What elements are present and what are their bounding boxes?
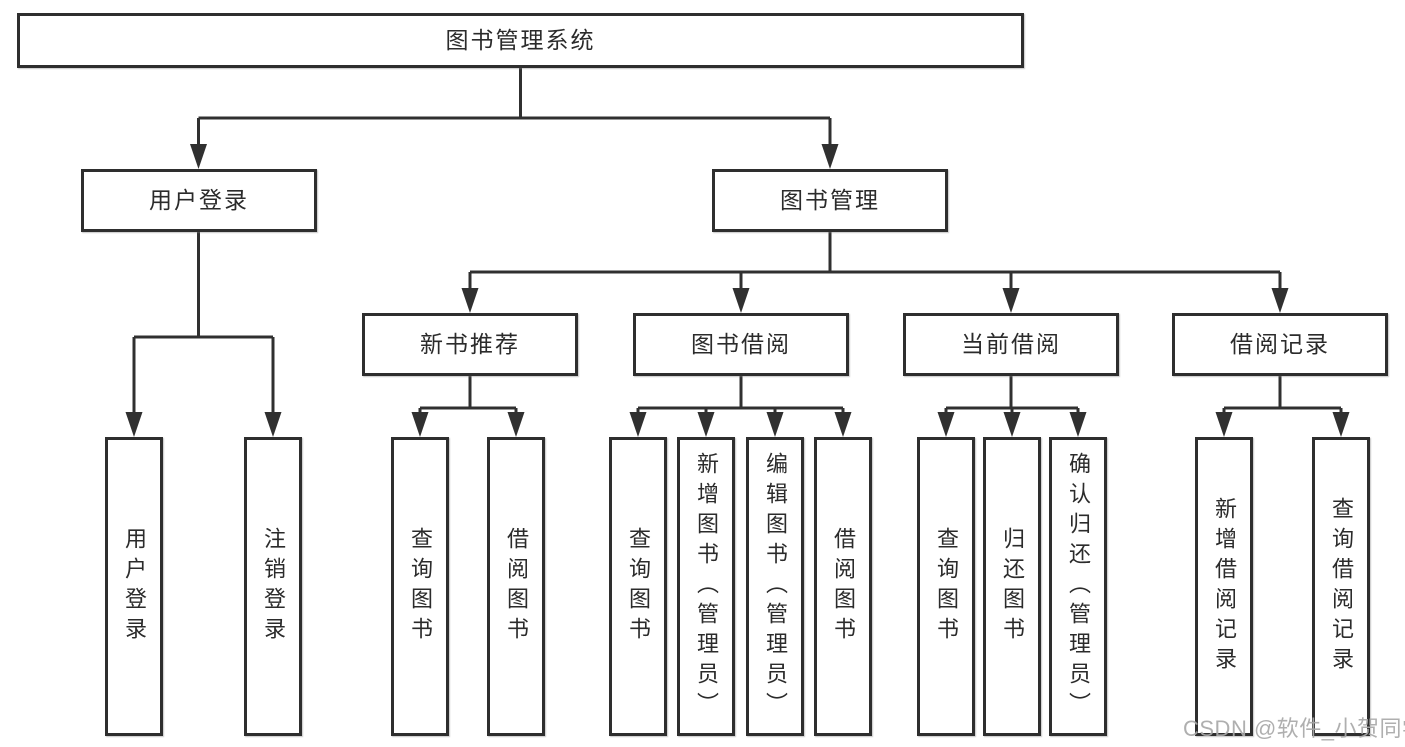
node-return-books-label: 归还图书 [1000,526,1025,647]
node-user-login: 用户登录 [105,437,163,736]
node-new-book-recommend: 新书推荐 [362,313,578,376]
node-user-login-branch: 用户登录 [81,169,317,232]
node-recommend-borrow-books: 借阅图书 [487,437,545,736]
node-borrow-borrow-books: 借阅图书 [814,437,872,736]
node-borrow-query-books: 查询图书 [609,437,667,736]
node-add-borrow-record-label: 新增借阅记录 [1212,496,1237,677]
node-user-login-branch-label: 用户登录 [149,187,249,213]
node-borrow-records-label: 借阅记录 [1230,331,1330,357]
node-current-query-books-label: 查询图书 [934,526,959,647]
node-root: 图书管理系统 [17,13,1024,68]
node-user-login-label: 用户登录 [122,526,147,647]
node-edit-books-admin: 编辑图书（管理员） [746,437,804,736]
node-edit-books-admin-label: 编辑图书（管理员） [763,451,788,722]
node-add-borrow-record: 新增借阅记录 [1195,437,1253,736]
node-confirm-return-admin-label: 确认归还（管理员） [1066,451,1091,722]
node-add-books-admin-label: 新增图书（管理员） [694,451,719,722]
node-book-borrow: 图书借阅 [633,313,849,376]
node-add-books-admin: 新增图书（管理员） [677,437,735,736]
node-current-query-books: 查询图书 [917,437,975,736]
node-book-borrow-label: 图书借阅 [691,331,791,357]
arrowheads [125,144,1350,437]
watermark: CSDN @软件_小贺同学 [1183,716,1405,741]
node-book-management-branch: 图书管理 [712,169,948,232]
node-recommend-borrow-books-label: 借阅图书 [504,526,529,647]
node-new-book-recommend-label: 新书推荐 [420,331,520,357]
node-current-borrow: 当前借阅 [903,313,1119,376]
node-book-management-branch-label: 图书管理 [780,187,880,213]
node-recommend-query-books: 查询图书 [391,437,449,736]
node-borrow-query-books-label: 查询图书 [626,526,651,647]
node-query-borrow-record: 查询借阅记录 [1312,437,1370,736]
node-root-label: 图书管理系统 [445,27,596,53]
node-borrow-records: 借阅记录 [1172,313,1388,376]
node-logout-login: 注销登录 [244,437,302,736]
node-confirm-return-admin: 确认归还（管理员） [1049,437,1107,736]
node-borrow-borrow-books-label: 借阅图书 [831,526,856,647]
node-recommend-query-books-label: 查询图书 [408,526,433,647]
node-current-borrow-label: 当前借阅 [961,331,1061,357]
node-logout-login-label: 注销登录 [261,526,286,647]
node-return-books: 归还图书 [983,437,1041,736]
node-query-borrow-record-label: 查询借阅记录 [1329,496,1354,677]
